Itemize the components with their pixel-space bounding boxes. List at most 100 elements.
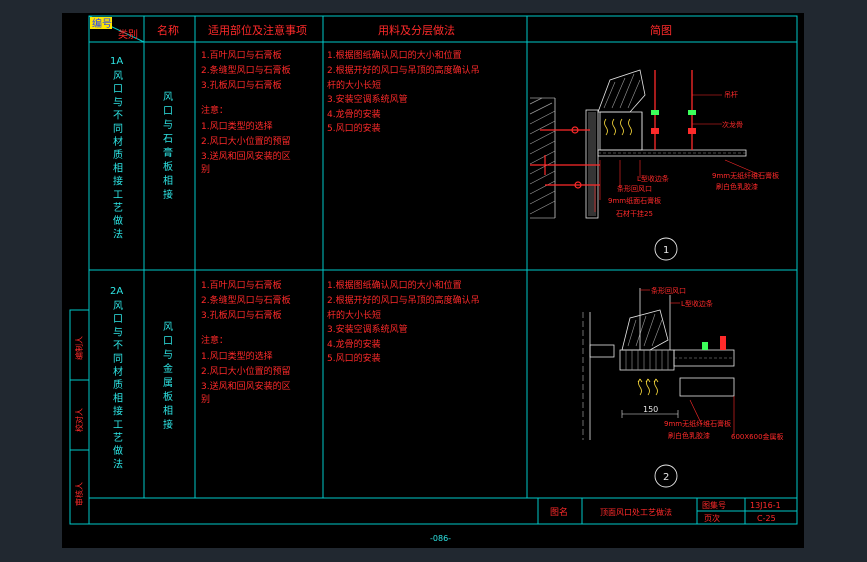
diagram1-label-gypsum: 9mm纸面石膏板 [608,196,661,205]
diagram1-label-stone: 石材干挂25 [616,209,653,218]
row2-scope-line: 1.百叶风口与石膏板 [201,279,282,291]
row1-name-char: 板 [163,160,173,173]
row1-scope-line: 1.百叶风口与石膏板 [201,49,282,61]
row1-name-char: 与 [163,119,173,131]
row2-materials-line: 3.安装空调系统风管 [327,323,408,335]
row2-materials-line: 5.风口的安装 [327,352,381,364]
diagram1-label-hanger: 吊杆 [724,90,738,99]
stone-panel-fill-1 [588,112,596,216]
row1-category-char: 质 [113,149,123,161]
side-label: 编制人 [74,336,84,360]
row2-materials-line: 4.龙骨的安装 [327,338,381,350]
sheet-background [62,13,804,548]
row2-category-char: 口 [113,314,123,325]
diagram1-label-runner: 次龙骨 [722,120,743,129]
row2-materials-line: 2.根据开好的风口与吊顶的高度确认吊 [327,294,480,306]
row2-category-char: 法 [113,457,123,470]
row1-category-char: 口 [113,84,123,95]
row1-materials-line: 杆的大小长短 [327,79,381,91]
row1-materials-list: 1.根据图纸确认风口的大小和位置 2.根据开好的风口与吊顶的高度确认吊杆的大小长短… [327,49,480,134]
row1-scope-line: 1.风口类型的选择 [201,120,273,132]
row2-category-char: 做 [113,444,123,457]
diagram2-number-circle [654,464,678,488]
header-name-label: 名称 [157,23,179,37]
diagram2-label-fiber-board: 9mm无纸纤维石膏板 [664,419,731,428]
row1-category-char: 风 [113,70,123,82]
titleblock-page-value: C-25 [757,514,776,523]
header-category-label: 类别 [118,28,138,41]
row2-scope-line: 3.送风和回风安装的区 [201,380,291,392]
titleblock-set-label: 图集号 [702,500,726,510]
diagram1-label-fiber-board: 9mm无纸纤维石膏板 [712,171,779,180]
diagram2-label-edge-strip: L型收边条 [681,299,713,308]
diagram2-number: 2 [663,472,669,483]
header-code-label: 编号 [92,17,112,30]
detail-diagram-2: 150 条形回风口 L型收边条 9mm无纸纤维石膏板 刷白色乳胶漆 600X60… [582,286,784,488]
row2-scope-line: 1.风口类型的选择 [201,350,273,362]
row2-materials-line: 1.根据图纸确认风口的大小和位置 [327,279,462,291]
row2-category-char: 与 [113,326,123,338]
diagram2-dimension: 150 [643,405,658,414]
row1-category-char: 做 [113,214,123,227]
titleblock-set-value: 13J16-1 [750,501,781,510]
row1-category-char: 不 [113,111,123,122]
row1-materials-line: 4.龙骨的安装 [327,108,381,120]
row2-name-char: 相 [163,404,173,417]
page-number: -086- [430,534,451,543]
diagram2-label-metal-panel: 600X600金属板 [731,432,784,441]
row1-materials-line: 3.安装空调系统风管 [327,93,408,105]
row2-category-char: 材 [113,365,123,378]
row1-category-char: 接 [113,175,123,188]
row2-category-char: 接 [113,405,123,418]
row2-name-char: 接 [163,418,173,431]
row1-name-char: 相 [163,174,173,187]
diagram1-label-return-vent: 条形回风口 [617,184,652,193]
stone-panel-1 [585,109,599,219]
diagram1-number-circle [654,237,678,261]
row2-scope-line: 2.风口大小位置的预留 [201,365,291,377]
table-frame [69,15,798,525]
row1-materials-line: 2.根据开好的风口与吊顶的高度确认吊 [327,64,480,76]
row2-category-char: 艺 [113,432,123,444]
side-label: 校对人 [74,408,84,432]
row2-scope-line: 3.孔板风口与石膏板 [201,309,282,321]
header-code-highlight [90,17,112,29]
side-label: 审核人 [74,482,84,506]
row1-category-char: 艺 [113,202,123,214]
row2-scope-list: 1.百叶风口与石膏板2.条缝型风口与石膏板3.孔板风口与石膏板注意：1.风口类型… [201,279,291,405]
row2-name-char: 口 [163,336,173,347]
diagram2-label-return-vent: 条形回风口 [651,286,686,295]
row1-scope-line: 3.送风和回风安装的区 [201,150,291,162]
airflow-arrows-1 [604,118,632,136]
row2-category-char: 相 [113,391,123,404]
row1-materials-line: 1.根据图纸确认风口的大小和位置 [327,49,462,61]
row1-scope-list: 1.百叶风口与石膏板2.条缝型风口与石膏板3.孔板风口与石膏板注意：1.风口类型… [201,49,291,175]
wall-hatch-1 [529,97,556,219]
detail-diagram-1: 吊杆 次龙骨 L型收边条 条形回风口 9mm纸面石膏板 石材干挂25 9mm无纸… [529,69,779,261]
row1-name-char: 膏 [163,146,173,159]
wall-panel-2 [589,344,615,358]
row1-name-char: 石 [163,134,173,145]
row2-category-char: 质 [113,379,123,391]
header-scope-label: 适用部位及注意事项 [208,23,307,37]
row2-category-char: 同 [113,353,123,365]
titleblock-name-label: 图名 [550,506,568,518]
row1-materials-line: 5.风口的安装 [327,122,381,134]
row2-category-char: 工 [113,420,123,431]
airflow-arrows-2 [637,378,659,396]
row1-name-char: 接 [163,188,173,201]
header-materials-label: 用料及分层做法 [378,23,455,37]
titleblock-name-value: 顶面风口处工艺做法 [600,507,672,517]
row2-name-char: 与 [163,349,173,361]
anchor-brackets-1 [530,126,600,189]
row1-category-char: 同 [113,123,123,135]
row2-materials-list: 1.根据图纸确认风口的大小和位置2.根据开好的风口与吊顶的高度确认吊杆的大小长短… [327,279,480,364]
row2-name-char: 金 [163,362,173,375]
row1-scope-line: 3.孔板风口与石膏板 [201,79,282,91]
diagram1-label-paint: 刷白色乳胶漆 [716,182,758,191]
row2-scope-line: 别 [201,394,210,405]
